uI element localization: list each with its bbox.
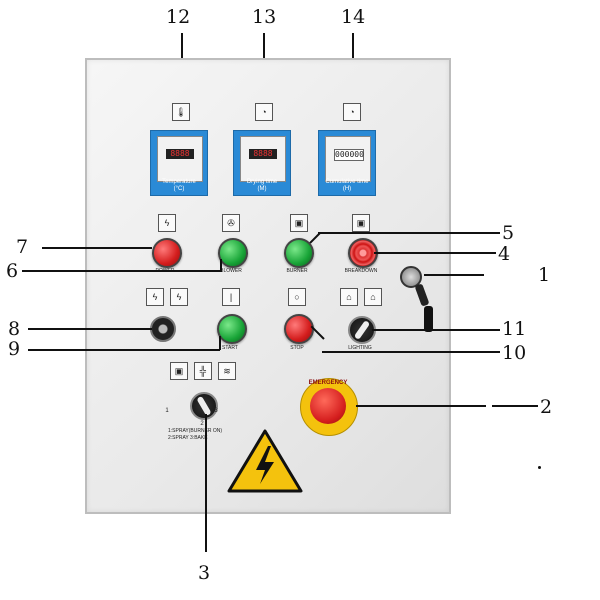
power-key-switch[interactable]	[150, 316, 176, 342]
callout-3: 3	[198, 562, 211, 584]
burner-label: BURNER	[286, 268, 308, 274]
callout-1: 1	[538, 264, 551, 286]
display-face: 8888	[157, 136, 203, 182]
callout-2: 2	[540, 396, 553, 418]
burner-button[interactable]	[284, 238, 314, 268]
leader-3	[205, 414, 207, 552]
stray-dot	[538, 466, 541, 469]
power-on-icon: ϟ	[170, 288, 188, 306]
stop-icon: ○	[288, 288, 306, 306]
leader-6	[22, 270, 222, 272]
bake-icon: ≋	[218, 362, 236, 380]
callout-9: 9	[8, 338, 21, 360]
start-icon: |	[222, 288, 240, 306]
cumulative-readout: 000000	[334, 149, 364, 161]
temperature-caption: Temperature(°C)	[162, 179, 196, 192]
callout-11: 11	[502, 318, 527, 340]
temperature-display: 8888 Temperature(°C)	[150, 130, 208, 196]
mode-legend-1: 1:SPRAY(BURNER ON)	[168, 428, 223, 434]
clock-icon-2: ◔	[343, 103, 361, 121]
leader-10	[322, 351, 500, 353]
cumulative-time-display: 000000 Cumulative time(H)	[318, 130, 376, 196]
leader-2-b	[492, 405, 538, 407]
start-button[interactable]	[217, 314, 247, 344]
drying-caption: Drying time(M)	[246, 179, 278, 192]
drying-time-display: 8888 Drying time(M)	[233, 130, 291, 196]
lighting-label: LIGHTING	[348, 345, 372, 351]
power-indicator-light[interactable]	[152, 238, 182, 268]
selector-handle	[353, 320, 371, 340]
leader-1	[424, 274, 484, 276]
start-label: START	[222, 345, 238, 351]
mode-position-3: 3	[214, 408, 218, 414]
leader-9-tail	[219, 336, 221, 350]
drying-readout: 8888	[249, 149, 277, 159]
callout-13: 13	[252, 6, 277, 28]
emergency-stop-button[interactable]	[310, 388, 346, 424]
callout-6: 6	[6, 260, 19, 282]
leader-7	[42, 247, 152, 249]
callout-4: 4	[498, 243, 511, 265]
leader-4	[374, 252, 496, 254]
callout-10: 10	[502, 342, 527, 364]
breakdown-label: BREAKDOWN	[344, 268, 378, 274]
mode-position-1: 1	[165, 408, 169, 414]
key-icon-2	[424, 306, 433, 332]
temperature-readout: 8888	[166, 149, 194, 159]
stop-label: STOP	[290, 345, 304, 351]
leader-5	[318, 232, 500, 234]
spray-icon: ╬	[194, 362, 212, 380]
mode-position-2: 2	[200, 421, 204, 427]
mode-legend-2: 2:SPRAY 3:BAKE	[168, 435, 208, 441]
cumulative-caption: Cumulative time(H)	[325, 179, 369, 192]
leader-9	[28, 349, 220, 351]
display-face: 8888	[240, 136, 286, 182]
selector-handle	[196, 395, 212, 417]
callout-14: 14	[341, 6, 366, 28]
callout-12: 12	[166, 6, 191, 28]
leader-8	[28, 328, 152, 330]
alarm-icon: ▣	[352, 214, 370, 232]
burner-icon: ▣	[290, 214, 308, 232]
callout-5: 5	[502, 222, 515, 244]
power-off-icon: ϟ	[146, 288, 164, 306]
spray-burner-icon: ▣	[170, 362, 188, 380]
callout-8: 8	[8, 318, 21, 340]
leader-6-tail	[220, 259, 222, 271]
key-switch[interactable]	[400, 266, 422, 288]
display-face: 000000	[325, 136, 371, 182]
leader-11	[372, 329, 500, 331]
lightning-icon: ϟ	[158, 214, 176, 232]
emergency-label: EMERGENCY	[308, 380, 348, 386]
stop-button[interactable]	[284, 314, 314, 344]
callout-7: 7	[16, 236, 29, 258]
fan-icon: ✇	[222, 214, 240, 232]
clock-icon: ◔	[255, 103, 273, 121]
mode-selector-switch[interactable]	[190, 392, 218, 420]
blower-button[interactable]	[218, 238, 248, 268]
blower-label: BLOWER	[220, 268, 242, 274]
high-voltage-warning-icon	[227, 429, 303, 493]
leader-2	[356, 405, 486, 407]
light-on-icon: ⌂	[364, 288, 382, 306]
thermometer-icon: 🌡	[172, 103, 190, 121]
light-off-icon: ⌂	[340, 288, 358, 306]
